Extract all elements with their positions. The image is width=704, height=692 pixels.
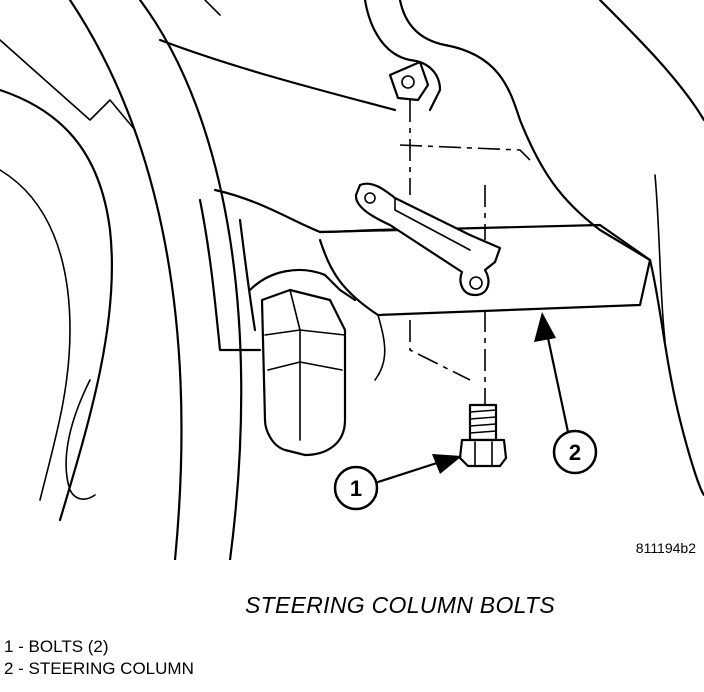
- callout-2-number: 2: [569, 440, 581, 465]
- column-bracket: [354, 182, 502, 297]
- steering-wheel-rim: [0, 0, 243, 560]
- dash-panel: [158, 0, 704, 497]
- legend: 1 - BOLTS (2) 2 - STEERING COLUMN: [4, 636, 194, 680]
- legend-item-bolts: 1 - BOLTS (2): [4, 637, 109, 656]
- steering-column-body: [198, 188, 652, 457]
- figure-code: 811194b2: [635, 540, 696, 556]
- callout-1-number: 1: [350, 476, 362, 501]
- callout-1: 1: [333, 454, 462, 511]
- legend-item-steering-column: 2 - STEERING COLUMN: [4, 659, 194, 678]
- bolt-part: [458, 403, 508, 468]
- steering-column-illustration: 1 2: [0, 0, 704, 560]
- callout-2: 2: [534, 312, 598, 475]
- figure-caption: STEERING COLUMN BOLTS: [244, 592, 556, 618]
- bolt-alignment-lines: [399, 100, 531, 405]
